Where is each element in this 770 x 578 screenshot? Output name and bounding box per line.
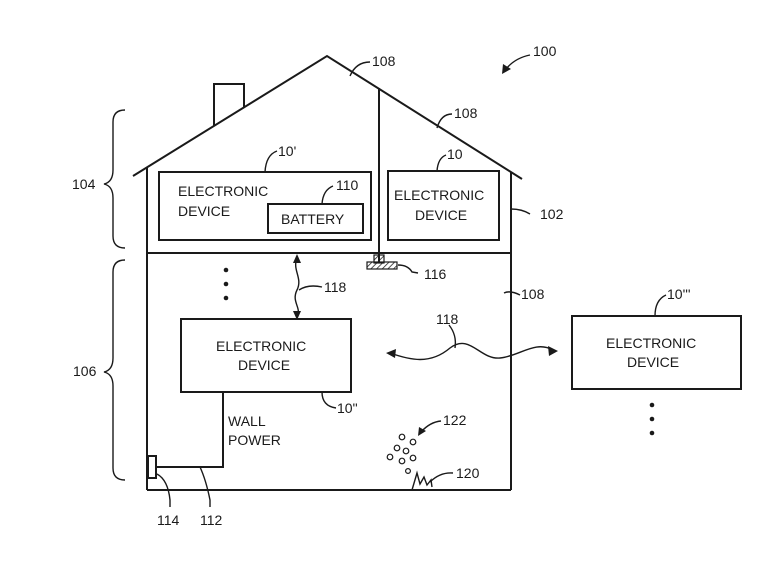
leader-108-b	[436, 113, 453, 129]
chimney	[213, 83, 245, 126]
ellipsis-dot	[649, 416, 655, 422]
ref-10double: 10"	[337, 400, 358, 416]
brace-lower-floor	[103, 259, 126, 481]
smoke-particle	[402, 447, 410, 455]
smoke-particle	[409, 454, 417, 462]
wall-power-label-2: POWER	[228, 432, 281, 448]
device-upper-right-box	[387, 170, 500, 241]
device-upper-right-label-2: DEVICE	[415, 207, 467, 223]
device-upper-left-label-1: ELECTRONIC	[178, 183, 268, 199]
leader-10triple	[654, 294, 667, 317]
ref-10: 10	[447, 146, 463, 162]
device-upper-right-label-1: ELECTRONIC	[394, 187, 484, 203]
device-outside-box	[571, 315, 742, 390]
leader-118-horizontal	[448, 324, 457, 349]
device-outside-label-2: DEVICE	[627, 354, 679, 370]
ref-108-a: 108	[372, 53, 396, 69]
ref-118-horizontal: 118	[436, 311, 459, 327]
smoke-particle	[405, 468, 412, 475]
ref-114: 114	[157, 512, 180, 528]
leader-116	[397, 264, 419, 274]
ref-108-c: 108	[521, 286, 545, 302]
ref-104: 104	[72, 176, 96, 192]
arrowhead-100	[502, 64, 511, 74]
fire-icon	[411, 470, 433, 491]
leader-120	[429, 472, 454, 483]
arrowhead-122	[418, 427, 426, 436]
ref-106: 106	[73, 363, 97, 379]
device-lower-label-1: ELECTRONIC	[216, 338, 306, 354]
ref-10prime: 10'	[278, 143, 296, 159]
ref-108-b: 108	[454, 105, 478, 121]
ref-112: 112	[200, 512, 223, 528]
smoke-particle	[386, 453, 394, 461]
leader-112	[199, 466, 211, 507]
leader-108-a	[349, 61, 371, 77]
leader-100	[505, 54, 531, 70]
device-upper-left-label-2: DEVICE	[178, 203, 230, 219]
smoke-particle	[398, 433, 406, 441]
battery-box	[267, 203, 364, 234]
leader-118-vertical	[298, 285, 323, 291]
leader-110	[321, 185, 334, 205]
leader-10double	[321, 391, 337, 409]
ellipsis-dot	[649, 430, 655, 436]
roof	[132, 54, 523, 180]
ref-10triple: 10'''	[667, 286, 691, 302]
wall-power-label-1: WALL	[228, 413, 266, 429]
ref-116: 116	[424, 266, 447, 282]
leader-102	[510, 208, 531, 215]
ref-102: 102	[540, 206, 564, 222]
ref-122: 122	[443, 412, 467, 428]
ref-100: 100	[533, 43, 557, 59]
ellipsis-dot	[223, 295, 229, 301]
smoke-particle	[398, 457, 406, 465]
device-lower-label-2: DEVICE	[238, 357, 290, 373]
ref-118-vertical: 118	[324, 279, 347, 295]
ellipsis-dot	[649, 402, 655, 408]
wall-outlet	[147, 455, 157, 479]
arrowhead-up	[293, 254, 301, 263]
smoke-particle	[393, 444, 401, 452]
smoke-particle	[409, 438, 417, 446]
ellipsis-dot	[223, 281, 229, 287]
arrowhead-left	[386, 349, 396, 358]
mount-stem	[373, 254, 385, 264]
arrowhead-right	[548, 346, 558, 356]
wall-power-cord	[156, 392, 224, 468]
brace-upper-floor	[103, 109, 126, 249]
device-outside-label-1: ELECTRONIC	[606, 335, 696, 351]
ref-120: 120	[456, 465, 480, 481]
ref-110: 110	[336, 177, 359, 193]
wireless-link-horizontal	[389, 342, 554, 361]
leader-10prime	[264, 150, 278, 173]
battery-label: BATTERY	[281, 211, 345, 227]
wireless-link-vertical	[294, 257, 300, 317]
arrowhead-down	[293, 311, 301, 320]
leader-108-c	[503, 291, 521, 296]
leader-10	[436, 154, 447, 172]
ellipsis-dot	[223, 267, 229, 273]
device-lower-box	[180, 318, 352, 393]
leader-114	[156, 473, 171, 507]
